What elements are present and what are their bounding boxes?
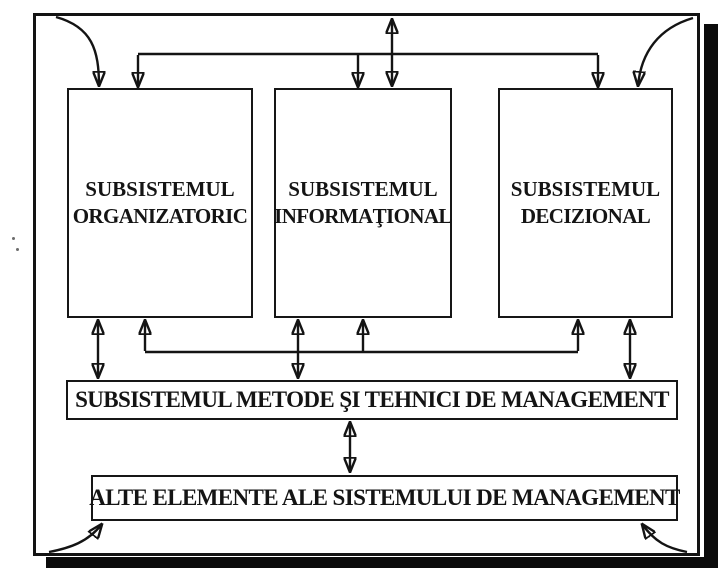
- box-label: ALTE ELEMENTE ALE SISTEMULUI DE MANAGEME…: [89, 485, 680, 510]
- outer-frame: [33, 13, 700, 556]
- box-label-line2: INFORMAŢIONAL: [274, 204, 452, 228]
- box-label: SUBSISTEMUL METODE ŞI TEHNICI DE MANAGEM…: [75, 387, 669, 412]
- scan-speck: [16, 248, 19, 251]
- box-subsistemul-decizional: SUBSISTEMUL DECIZIONAL: [498, 88, 673, 318]
- box-alte-elemente: ALTE ELEMENTE ALE SISTEMULUI DE MANAGEME…: [89, 475, 680, 521]
- box-label-line2: DECIZIONAL: [520, 204, 651, 228]
- box-label-line1: SUBSISTEMUL: [288, 177, 438, 201]
- box-subsistemul-informational: SUBSISTEMUL INFORMAŢIONAL: [274, 88, 452, 318]
- frame-shadow-bottom: [46, 557, 718, 568]
- box-label-line1: SUBSISTEMUL: [85, 177, 235, 201]
- frame-shadow-right: [704, 24, 718, 567]
- box-subsistemul-organizatoric: SUBSISTEMUL ORGANIZATORIC: [67, 88, 253, 318]
- box-label-line2: ORGANIZATORIC: [72, 204, 248, 228]
- box-label-line1: SUBSISTEMUL: [510, 177, 661, 201]
- scan-speck: [12, 237, 15, 240]
- box-subsistemul-metode-tehnici: SUBSISTEMUL METODE ŞI TEHNICI DE MANAGEM…: [66, 380, 678, 420]
